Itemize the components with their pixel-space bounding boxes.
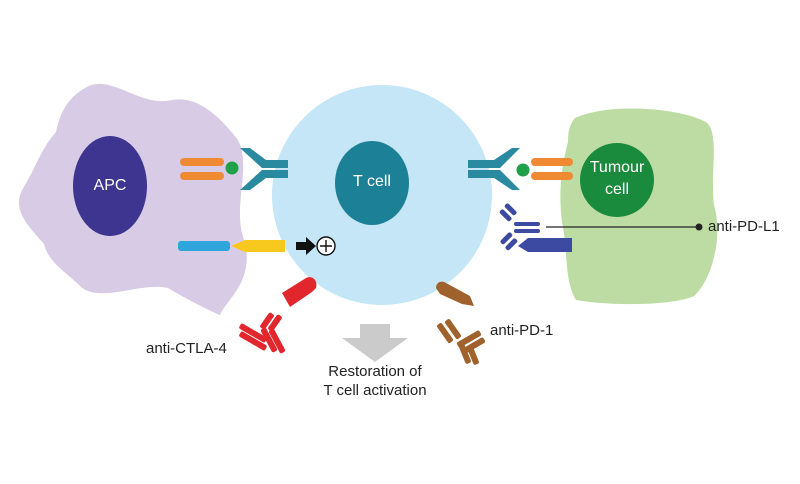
anti-pdl1-label: anti-PD-L1 (708, 218, 780, 235)
activation-arrow (296, 237, 316, 255)
tumour-pdl1-ligand (518, 238, 572, 252)
tcell-pd1-receptor (436, 281, 474, 306)
tumour-label-line2: cell (604, 181, 629, 198)
anti-pdl1-leader-dot (695, 223, 703, 231)
anti-pd1-label: anti-PD-1 (490, 322, 554, 339)
tumour-mhc-receptor (531, 158, 573, 180)
tcell-tcr-left (240, 148, 288, 190)
restoration-arrow (342, 324, 408, 362)
apc-mhc-receptor (180, 158, 224, 180)
outcome-line1: Restoration of (328, 363, 422, 380)
outcome-line2: T cell activation (323, 382, 427, 399)
tcell-ctla4-receptor (282, 277, 317, 307)
anti-pdl1-antibody (499, 203, 540, 251)
anti-pd1-antibody (437, 319, 486, 365)
activation-plus-sign (320, 240, 332, 252)
tcell-label: T cell (353, 173, 391, 190)
anti-ctla4-antibody (239, 312, 286, 354)
tumour-label-line1: Tumour (589, 159, 645, 176)
tcell-cd28-receptor (231, 240, 285, 252)
apc-antigen (225, 161, 239, 175)
tcell-tcr-right (468, 148, 520, 190)
tcell-nucleus (335, 141, 409, 225)
anti-ctla4-label: anti-CTLA-4 (146, 340, 227, 357)
tumour-antigen (516, 163, 530, 177)
apc-nucleus (73, 136, 147, 236)
apc-label: APC (93, 177, 127, 194)
apc-b7-ligand (178, 241, 230, 251)
tumour-nucleus (580, 143, 654, 217)
